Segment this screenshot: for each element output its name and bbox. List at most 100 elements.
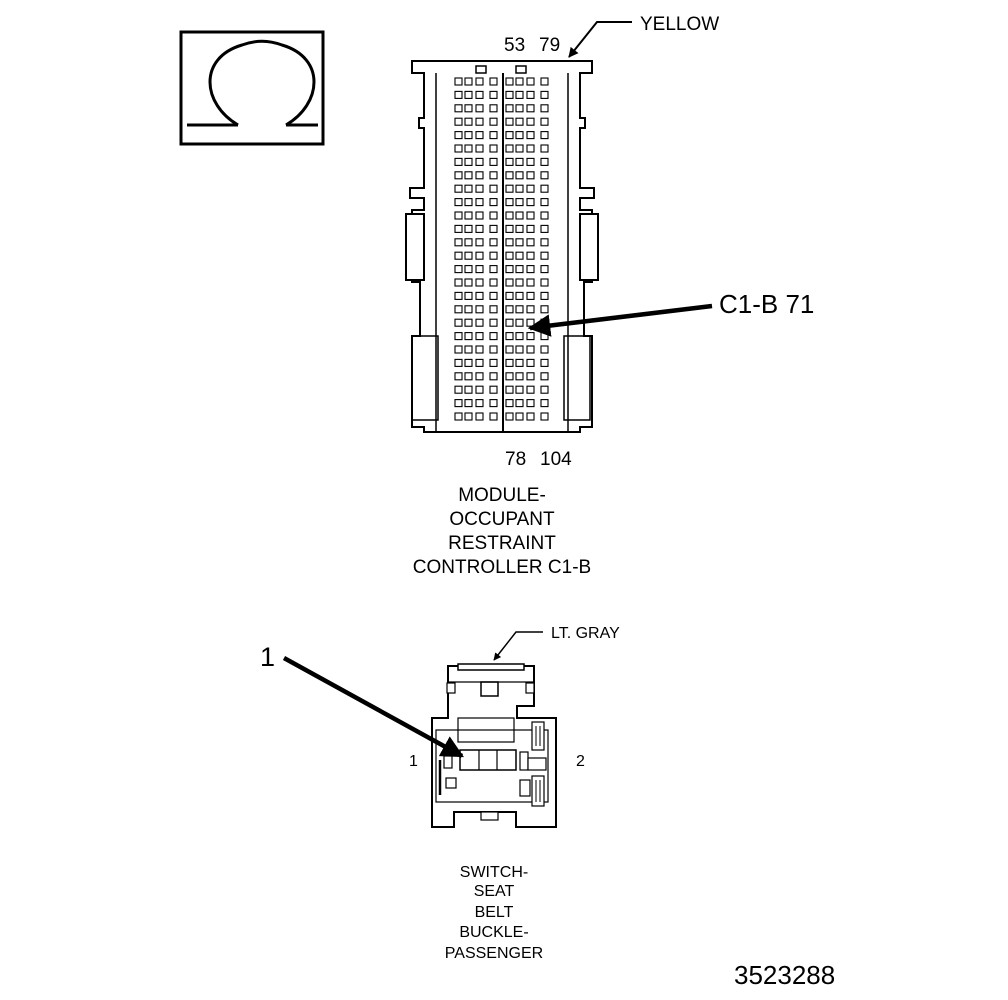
c1b-cavity xyxy=(505,332,514,341)
c1b-cavity xyxy=(526,211,535,220)
c1b-cavity xyxy=(489,251,498,260)
c1b-cavity xyxy=(454,198,463,207)
c1b-cavity xyxy=(526,305,535,314)
c1b-cavity xyxy=(464,358,473,367)
c1b-cavity xyxy=(464,278,473,287)
c1b-cavity xyxy=(454,224,463,233)
c1b-cavity xyxy=(464,144,473,153)
c1b-cavity xyxy=(515,77,524,86)
c1b-cavity xyxy=(464,77,473,86)
c1b-cavity xyxy=(464,184,473,193)
c1b-callout-arrow xyxy=(527,303,713,337)
c1b-cavity xyxy=(475,385,484,394)
c1b-cavity xyxy=(464,412,473,421)
c1b-cavity xyxy=(505,345,514,354)
svg-text:BUCKLE-: BUCKLE- xyxy=(459,924,528,941)
c1b-pin-label-78: 78 xyxy=(505,449,526,470)
switch-pin-label-1: 1 xyxy=(409,753,418,770)
c1b-cavity xyxy=(526,385,535,394)
switch-color-leader xyxy=(493,631,543,661)
c1b-cavity xyxy=(540,224,549,233)
c1b-cavity xyxy=(464,104,473,113)
c1b-cavity xyxy=(515,332,524,341)
svg-text:RESTRAINT: RESTRAINT xyxy=(448,533,556,554)
c1b-cavity xyxy=(489,211,498,220)
c1b-cavity xyxy=(505,131,514,140)
c1b-cavity xyxy=(515,265,524,274)
c1b-cavity xyxy=(540,144,549,153)
c1b-cavity xyxy=(454,211,463,220)
c1b-cavity xyxy=(505,211,514,220)
c1b-cavity xyxy=(526,144,535,153)
c1b-cavity xyxy=(454,184,463,193)
c1b-cavity xyxy=(515,117,524,126)
c1b-cavity xyxy=(475,265,484,274)
c1b-cavity xyxy=(454,372,463,381)
c1b-cavity xyxy=(505,117,514,126)
c1b-cavity xyxy=(475,305,484,314)
c1b-cavity xyxy=(475,345,484,354)
c1b-cavity xyxy=(540,345,549,354)
c1b-cavity xyxy=(475,251,484,260)
c1b-connector xyxy=(405,60,599,433)
switch-title: SWITCH- SEAT BELT BUCKLE- PASSENGER xyxy=(445,864,543,962)
c1b-cavity xyxy=(464,117,473,126)
c1b-cavity xyxy=(489,305,498,314)
c1b-cavity xyxy=(526,104,535,113)
c1b-cavity xyxy=(454,305,463,314)
c1b-cavity xyxy=(475,144,484,153)
c1b-cavity xyxy=(505,372,514,381)
c1b-cavity xyxy=(475,412,484,421)
c1b-cavity xyxy=(464,238,473,247)
c1b-cavity xyxy=(505,104,514,113)
c1b-cavity xyxy=(475,372,484,381)
c1b-title: MODULE- OCCUPANT RESTRAINT CONTROLLER C1… xyxy=(413,485,591,578)
c1b-cavity xyxy=(515,224,524,233)
c1b-cavity xyxy=(505,412,514,421)
c1b-cavity xyxy=(515,305,524,314)
c1b-cavity xyxy=(454,358,463,367)
c1b-cavity xyxy=(475,131,484,140)
c1b-cavity xyxy=(505,144,514,153)
c1b-cavity xyxy=(526,117,535,126)
c1b-cavity xyxy=(475,332,484,341)
c1b-cavity xyxy=(475,184,484,193)
c1b-cavity xyxy=(505,385,514,394)
c1b-cavity xyxy=(540,399,549,408)
c1b-cavity xyxy=(515,238,524,247)
c1b-left-latch xyxy=(405,213,425,281)
c1b-cavity xyxy=(515,90,524,99)
c1b-cavity xyxy=(489,77,498,86)
c1b-cavity xyxy=(454,385,463,394)
c1b-cavity xyxy=(454,291,463,300)
switch-color-label: LT. GRAY xyxy=(551,625,620,642)
c1b-cavity xyxy=(454,412,463,421)
c1b-cavity xyxy=(464,251,473,260)
c1b-cavity xyxy=(464,332,473,341)
c1b-cavity xyxy=(505,278,514,287)
c1b-cavity xyxy=(526,77,535,86)
c1b-pin-label-79: 79 xyxy=(539,35,560,56)
c1b-cavity xyxy=(454,157,463,166)
c1b-cavity xyxy=(464,198,473,207)
c1b-cavity xyxy=(540,131,549,140)
c1b-cavity xyxy=(489,278,498,287)
c1b-cavity xyxy=(526,372,535,381)
c1b-cavity xyxy=(464,171,473,180)
c1b-cavity xyxy=(540,157,549,166)
c1b-color-leader xyxy=(568,21,632,58)
svg-text:MODULE-: MODULE- xyxy=(458,485,546,506)
c1b-cavity xyxy=(526,90,535,99)
c1b-cavity xyxy=(475,198,484,207)
c1b-cavity xyxy=(505,171,514,180)
c1b-cavity xyxy=(489,385,498,394)
c1b-cavity xyxy=(505,358,514,367)
svg-text:SEAT: SEAT xyxy=(474,883,515,900)
c1b-cavity xyxy=(515,251,524,260)
c1b-cavity xyxy=(489,184,498,193)
c1b-cavity xyxy=(489,412,498,421)
c1b-cavity xyxy=(505,291,514,300)
c1b-cavity xyxy=(454,131,463,140)
c1b-cavity xyxy=(526,291,535,300)
